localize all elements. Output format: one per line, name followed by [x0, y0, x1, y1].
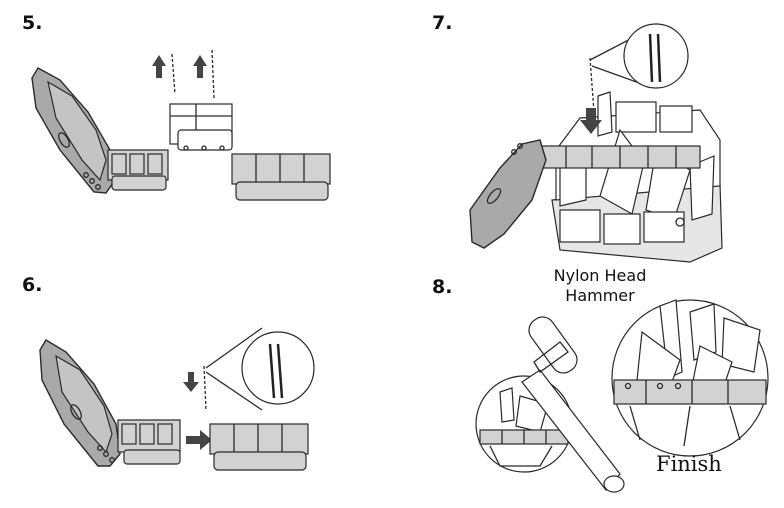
step-7-number: 7. [432, 12, 453, 34]
tool-label-line-2: Hammer [565, 286, 635, 305]
step-8-number: 8. [432, 276, 453, 298]
bracelet-links-left [117, 419, 181, 465]
watch-case [469, 139, 547, 249]
right-arrow-icon [186, 430, 212, 450]
tool-label: Nylon Head Hammer [530, 266, 670, 306]
finish-label: Finish [656, 452, 722, 476]
step-5-number: 5. [22, 12, 43, 34]
down-arrow-icon [183, 372, 199, 392]
tool-label-line-1: Nylon Head [553, 266, 647, 285]
bracelet-links [539, 145, 701, 169]
bracelet-links-left [107, 149, 169, 191]
removed-links [169, 103, 233, 151]
pin-magnifier [241, 331, 315, 405]
bracelet-links-right [231, 153, 331, 201]
up-arrow-icon [193, 55, 207, 78]
nylon-head-hammer [521, 316, 625, 493]
pin-magnifier [623, 23, 689, 89]
detail-circle-large [611, 299, 769, 457]
down-arrow-icon [580, 108, 602, 134]
holder-detail-large [613, 299, 767, 447]
step-6-number: 6. [22, 274, 43, 296]
up-arrow-icon [152, 55, 166, 78]
bracelet-links-right [209, 423, 309, 471]
